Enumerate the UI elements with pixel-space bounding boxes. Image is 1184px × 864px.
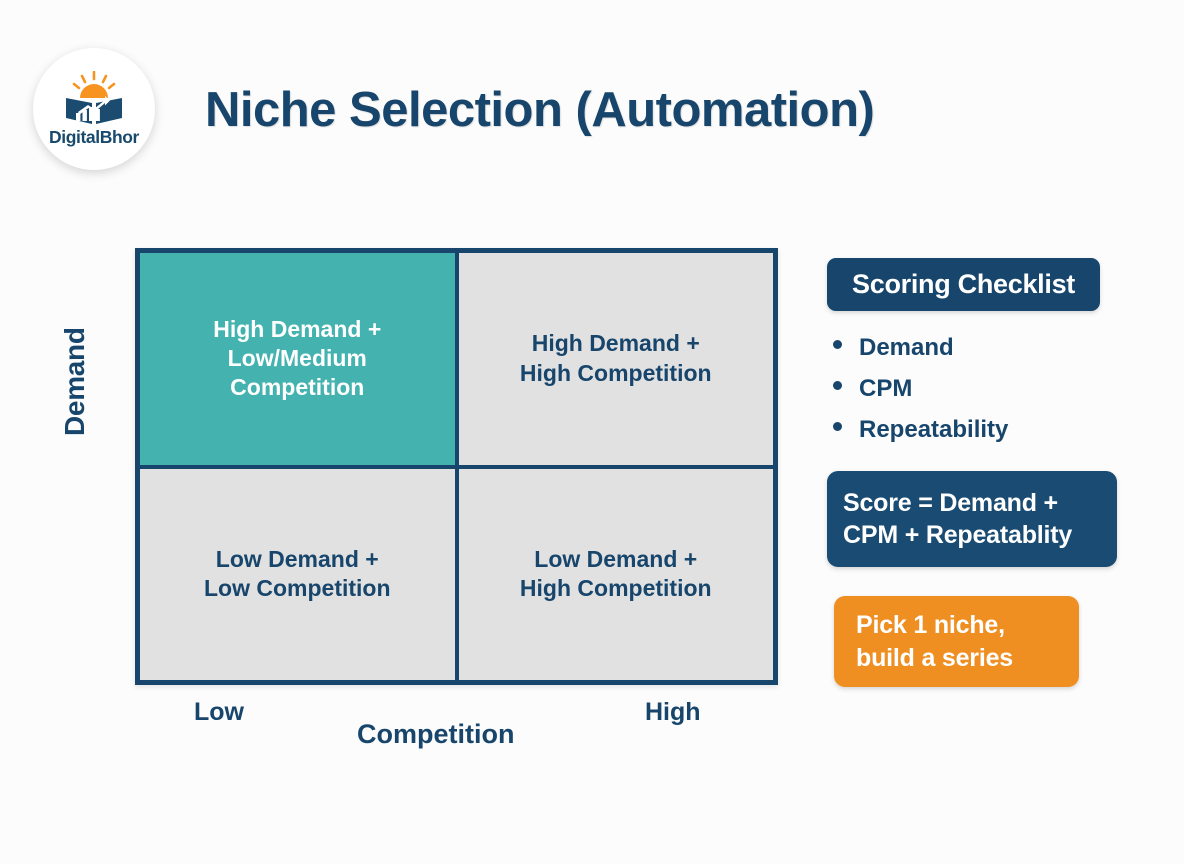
score-formula-line-1: Score = Demand + <box>843 488 1058 517</box>
list-item-label: CPM <box>859 375 913 402</box>
score-formula-text: Score = Demand + CPM + Repeatablity <box>843 487 1072 552</box>
x-axis-label-competition: Competition <box>357 719 515 749</box>
y-axis-label-demand: Demand <box>59 327 90 436</box>
score-formula-line-2: CPM + Repeatablity <box>843 521 1073 549</box>
logo-badge: DigitalBhor <box>33 48 155 170</box>
quadrant-line-2: High Competition <box>519 575 712 602</box>
quadrant-line-2: Low/Medium <box>227 345 367 372</box>
quadrant-label: Low Demand + High Competition <box>520 545 712 604</box>
bullet-icon <box>833 340 842 349</box>
list-item-label: Demand <box>859 334 954 361</box>
quadrant-label: High Demand + Low/Medium Competition <box>213 315 381 403</box>
list-item-label: Repeatability <box>859 416 1009 443</box>
list-item: Repeatability <box>833 416 1113 444</box>
cta-text: Pick 1 niche, build a series <box>856 609 1013 674</box>
cta-box[interactable]: Pick 1 niche, build a series <box>834 596 1079 687</box>
quadrant-high-demand-high-competition[interactable]: High Demand + High Competition <box>458 253 773 465</box>
scoring-checklist-title: Scoring Checklist <box>852 269 1075 299</box>
list-item: Demand <box>833 334 1113 362</box>
quadrant-label: Low Demand + Low Competition <box>204 545 391 604</box>
bullet-icon <box>833 381 842 390</box>
quadrant-line-1: Low Demand + <box>534 545 698 572</box>
bullet-icon <box>833 422 842 431</box>
scoring-checklist-list: Demand CPM Repeatability <box>833 334 1113 457</box>
quadrant-line-2: High Competition <box>519 359 712 386</box>
cta-line-2: build a series <box>856 643 1013 672</box>
quadrant-line-2: Low Competition <box>203 575 391 602</box>
scoring-checklist-header: Scoring Checklist <box>827 258 1100 311</box>
x-axis-tick-high: High <box>645 698 701 726</box>
quadrant-low-demand-high-competition[interactable]: Low Demand + High Competition <box>458 468 773 680</box>
niche-selection-matrix: High Demand + Low/Medium Competition Hig… <box>135 248 778 685</box>
page-title: Niche Selection (Automation) <box>205 83 875 137</box>
quadrant-line-1: High Demand + <box>213 315 382 342</box>
list-item: CPM <box>833 375 1113 403</box>
quadrant-line-1: Low Demand + <box>215 545 379 572</box>
logo-wordmark: DigitalBhor <box>49 127 139 148</box>
x-axis-tick-low: Low <box>194 698 244 726</box>
quadrant-line-3: Competition <box>230 374 365 401</box>
quadrant-high-demand-low-competition[interactable]: High Demand + Low/Medium Competition <box>140 253 455 465</box>
quadrant-low-demand-low-competition[interactable]: Low Demand + Low Competition <box>140 468 455 680</box>
score-formula-box: Score = Demand + CPM + Repeatablity <box>827 471 1117 567</box>
quadrant-label: High Demand + High Competition <box>520 329 712 388</box>
quadrant-line-1: High Demand + <box>531 330 700 357</box>
sunrise-over-book-icon <box>66 71 122 125</box>
cta-line-1: Pick 1 niche, <box>856 611 1005 639</box>
